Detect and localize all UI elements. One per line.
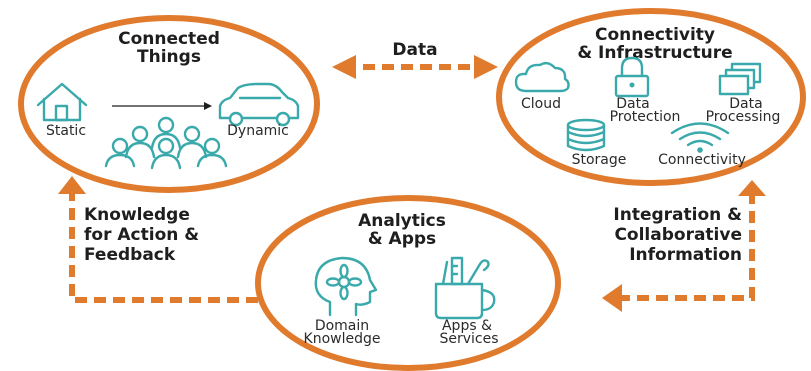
feedback-label-line2: for Action & [84, 225, 199, 245]
feedback-arrowhead [58, 176, 86, 194]
connectivity-node: Connectivity & Infrastructure Cloud Data… [496, 8, 806, 186]
apps-label-line2: Services [439, 331, 498, 347]
connected-things-title-line2: Things [137, 47, 201, 67]
connectivity-title-line2: & Infrastructure [577, 43, 732, 63]
data-flow-label: Data [392, 40, 437, 60]
house-icon [36, 82, 88, 122]
integration-label-line1: Integration & [613, 205, 742, 225]
apps-label-line1: Apps & [442, 318, 492, 334]
feedback-label-line3: Feedback [84, 245, 176, 265]
database-icon [566, 118, 606, 152]
integration-arrowhead [602, 284, 622, 312]
layers-icon [718, 62, 762, 96]
protection-label-line2: Protection [610, 109, 681, 125]
arrow-right-icon [112, 102, 212, 110]
connected-things-node: Connected Things Static Dynamic [18, 15, 320, 193]
integration-flow-arrow [620, 192, 755, 301]
feedback-flow-arrow [69, 192, 258, 303]
connectivity-label: Connectivity [658, 152, 746, 168]
storage-label: Storage [572, 152, 627, 168]
protection-label-line1: Data [616, 96, 649, 112]
car-icon [218, 82, 300, 127]
feedback-label-line1: Knowledge [84, 205, 190, 225]
static-label: Static [46, 123, 86, 139]
analytics-node: Analytics & Apps Domain Knowledge Apps &… [255, 195, 561, 371]
wifi-icon [670, 122, 730, 153]
analytics-title-line1: Analytics [358, 211, 446, 231]
connected-things-title-line1: Connected [118, 29, 220, 49]
lock-icon [614, 56, 650, 98]
integration-label-line3: Information [629, 245, 742, 265]
cloud-label: Cloud [521, 96, 561, 112]
analytics-title-line2: & Apps [368, 229, 436, 249]
integration-top-arrowhead [738, 180, 766, 196]
domain-label-line2: Knowledge [304, 331, 381, 347]
people-group-icon [104, 116, 228, 170]
toolcup-icon [434, 256, 496, 320]
domain-label-line1: Domain [315, 318, 369, 334]
dynamic-label: Dynamic [227, 123, 289, 139]
cloud-icon [514, 61, 570, 93]
connectivity-title-line1: Connectivity [595, 25, 715, 45]
brain-head-icon [314, 256, 378, 317]
processing-label-line2: Processing [706, 109, 781, 125]
processing-label-line1: Data [729, 96, 762, 112]
integration-label-line2: Collaborative [614, 225, 742, 245]
